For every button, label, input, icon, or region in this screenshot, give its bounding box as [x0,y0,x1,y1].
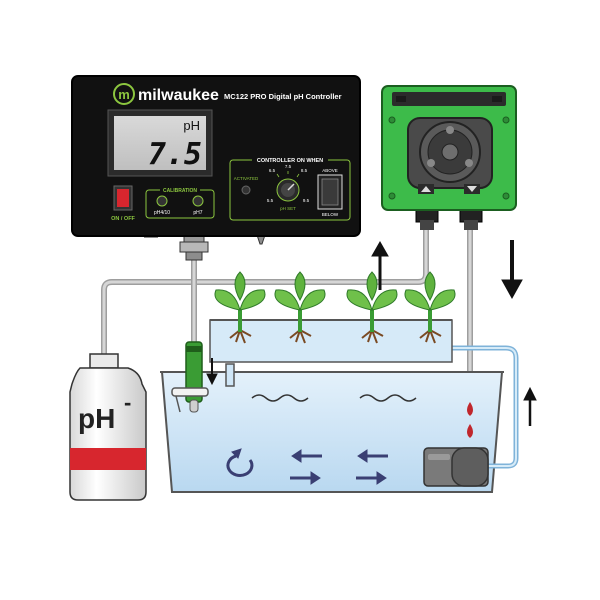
water-surface-wave [251,394,309,402]
plant [214,271,266,344]
calibration-title: CALIBRATION [163,188,197,194]
ph-minus-bottle: pH - [69,353,147,501]
cal-ph7-button[interactable] [192,195,204,207]
bottle-red-band [70,448,146,470]
ph-probe [171,341,209,413]
activated-led [241,185,251,195]
cal-ph7-label: pH7 [193,210,202,216]
dial-tick-label: 8.5 [301,168,308,173]
plant [274,271,326,344]
circulation-arrows [226,448,388,485]
dial-ticks [276,171,300,178]
ph-set-label: pH SET [280,206,296,211]
dial-tick-label: 9.5 [303,198,310,203]
lcd-display [114,116,206,170]
ph-controller: m milwaukee MC122 PRO Digital pH Control… [71,75,361,261]
power-switch[interactable] [117,189,129,207]
plant [346,271,398,344]
cal-ph4-label: pH4/10 [154,210,170,216]
brand-logo [113,83,135,105]
activated-label: ACTIVATED [234,176,259,181]
flow-arrows [206,240,537,426]
plant [404,271,456,344]
growing-tray [209,271,456,387]
reservoir-tank [160,371,504,493]
acid-drops [467,402,473,438]
lcd-unit: pH [183,118,200,133]
dosing-pump [381,85,517,230]
lcd-value: 7.5 [148,137,202,172]
brand-name: milwaukee [138,87,219,104]
dial-tick-label: 6.5 [269,168,276,173]
controller-on-when-label: CONTROLLER ON WHEN [257,158,323,164]
bottle-label-superscript: - [124,390,131,415]
below-label: BELOW [322,212,339,217]
power-label: ON / OFF [111,216,135,222]
water-surface-wave [359,394,417,402]
cal-ph4-button[interactable] [156,195,168,207]
above-label: ABOVE [322,168,338,173]
bottle-label: pH [78,403,115,434]
dial-tick-label: 7.5 [285,164,292,169]
submersible-pump [423,447,489,487]
tubing [101,228,473,392]
dial-tick-label: 5.5 [267,198,274,203]
brand-logo-letter: m [118,87,130,102]
circulation-system [423,345,519,487]
above-below-switch[interactable] [321,178,339,206]
model-name: MC122 PRO Digital pH Controller [224,92,342,101]
